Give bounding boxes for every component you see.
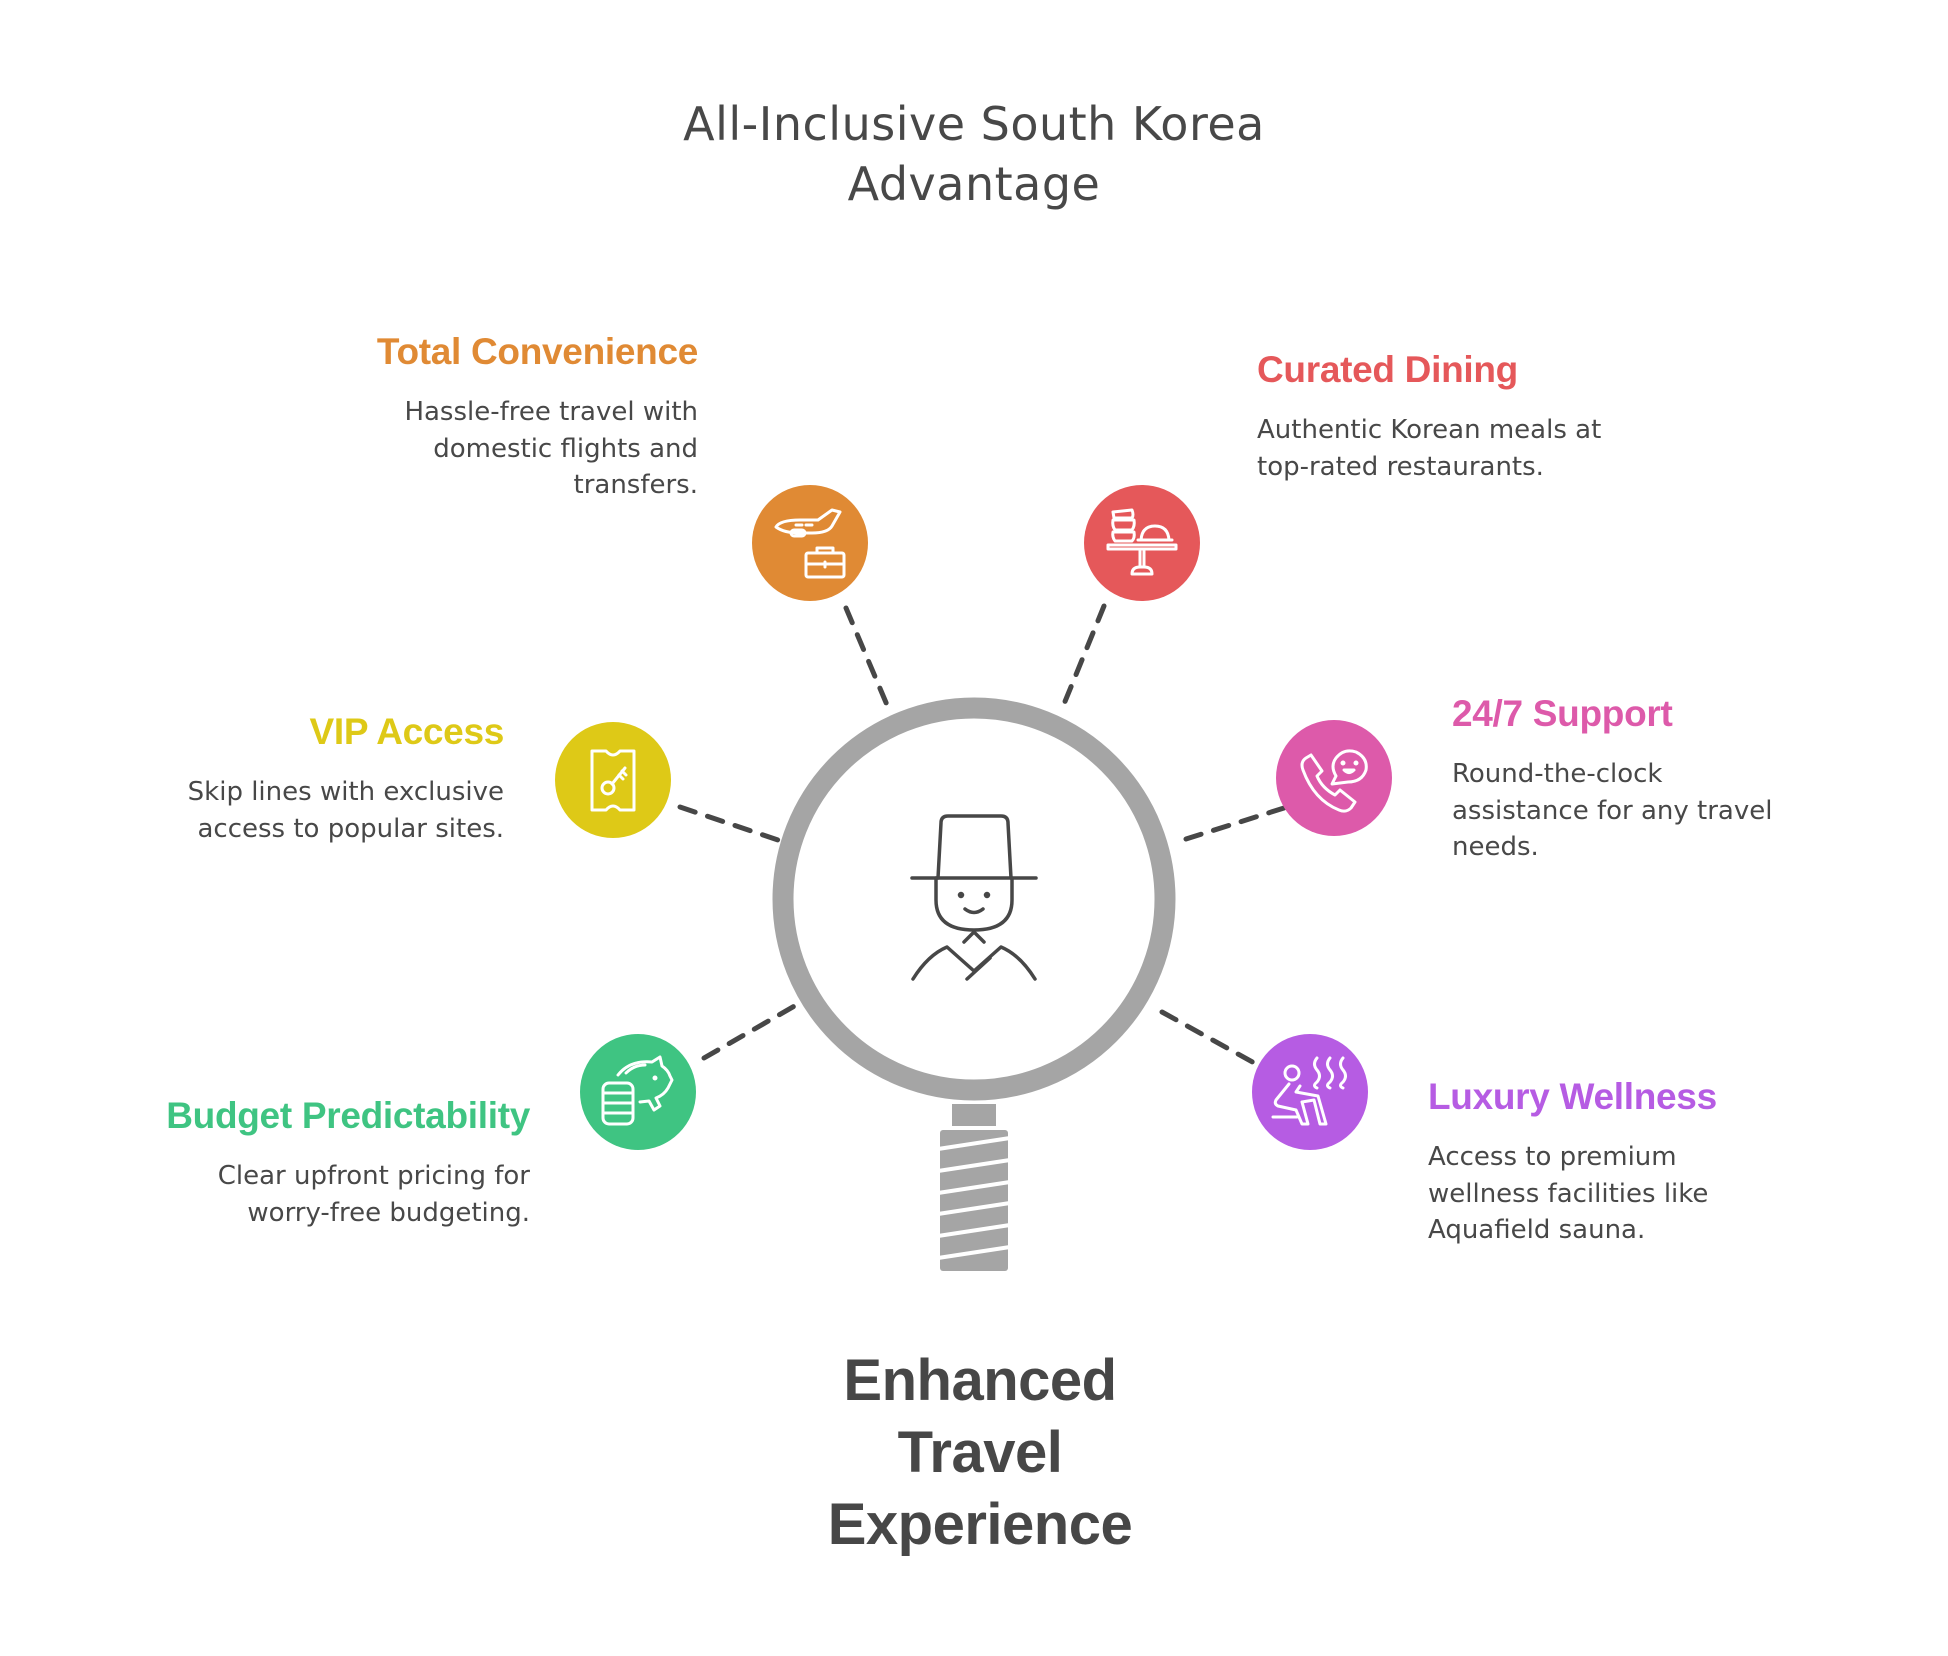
body-line: assistance for any travel — [1452, 795, 1773, 826]
phone-chat-smile-icon — [1300, 749, 1368, 813]
body-wellness: Access to premium wellness facilities li… — [1428, 1139, 1888, 1249]
body-budget: Clear upfront pricing for worry-free bud… — [70, 1158, 530, 1231]
item-vip-access: VIP Access Skip lines with exclusive acc… — [44, 710, 505, 847]
center-label-line: Travel — [897, 1420, 1063, 1485]
item-wellness: Luxury Wellness Access to premium wellne… — [1428, 1075, 1888, 1249]
heading-total-convenience: Total Convenience — [376, 331, 698, 372]
connector-wellness — [1159, 1009, 1259, 1067]
connector-vip-access — [677, 804, 781, 843]
title-line-2: Advantage — [847, 157, 1101, 211]
piggy-bank-coins-icon — [601, 1055, 674, 1126]
item-budget: Budget Predictability Clear upfront pric… — [70, 1094, 530, 1231]
heading-budget: Budget Predictability — [166, 1095, 530, 1136]
body-line: Hassle-free travel with — [404, 397, 698, 427]
item-total-convenience: Total Convenience Hassle-free travel wit… — [238, 330, 698, 504]
connector-curated-dining — [1061, 603, 1107, 707]
body-line: Round-the-clock — [1452, 759, 1663, 789]
total-convenience-icon-circle — [752, 485, 868, 601]
heading-curated-dining: Curated Dining — [1257, 349, 1518, 390]
connector-support — [1183, 805, 1287, 842]
body-curated-dining: Authentic Korean meals at top-rated rest… — [1257, 412, 1717, 485]
body-line: wellness facilities like — [1428, 1178, 1709, 1209]
curated-dining-icon-circle — [1084, 485, 1200, 601]
center-label: Enhanced Travel Experience — [730, 1345, 1230, 1561]
korean-man-with-gat-hat-icon — [910, 814, 1038, 981]
center-label-line: Experience — [827, 1492, 1133, 1557]
sauna-person-steam-icon — [1271, 1056, 1347, 1126]
body-line: needs. — [1452, 832, 1539, 862]
title-line-1: All-Inclusive South Korea — [683, 97, 1265, 151]
body-total-convenience: Hassle-free travel with domestic flights… — [238, 394, 698, 504]
heading-wellness: Luxury Wellness — [1428, 1076, 1717, 1117]
budget-icon-circle — [580, 1034, 696, 1150]
body-line: worry-free budgeting. — [247, 1197, 530, 1228]
airplane-suitcase-icon — [774, 508, 846, 579]
item-curated-dining: Curated Dining Authentic Korean meals at… — [1257, 348, 1717, 485]
connector-budget — [701, 1001, 801, 1061]
vip-access-icon-circle — [555, 722, 671, 838]
connector-total-convenience — [843, 605, 893, 715]
heading-support: 24/7 Support — [1452, 693, 1673, 734]
diagram-title: All-Inclusive South Korea Advantage — [474, 94, 1474, 214]
magnifier-icon — [772, 697, 1176, 1271]
body-line: Clear upfront pricing for — [217, 1161, 530, 1191]
connectors — [677, 603, 1287, 1067]
center-label-line: Enhanced — [843, 1348, 1117, 1413]
ticket-key-icon — [590, 749, 636, 812]
body-vip-access: Skip lines with exclusive access to popu… — [44, 774, 504, 847]
wellness-icon-circle — [1252, 1034, 1368, 1150]
food-stand-bowls-icon — [1106, 508, 1178, 576]
body-line: domestic flights and — [433, 433, 698, 464]
body-line: Authentic Korean meals at — [1257, 415, 1602, 445]
body-line: Skip lines with exclusive — [187, 777, 504, 807]
body-line: Aquafield sauna. — [1428, 1215, 1646, 1245]
item-support: 24/7 Support Round-the-clock assistance … — [1452, 692, 1912, 866]
heading-vip-access: VIP Access — [309, 711, 505, 752]
body-line: top-rated restaurants. — [1257, 451, 1544, 482]
support-icon-circle — [1276, 720, 1392, 836]
body-line: transfers. — [573, 470, 699, 500]
body-support: Round-the-clock assistance for any trave… — [1452, 756, 1912, 866]
body-line: access to popular sites. — [197, 813, 504, 844]
body-line: Access to premium — [1428, 1142, 1677, 1172]
